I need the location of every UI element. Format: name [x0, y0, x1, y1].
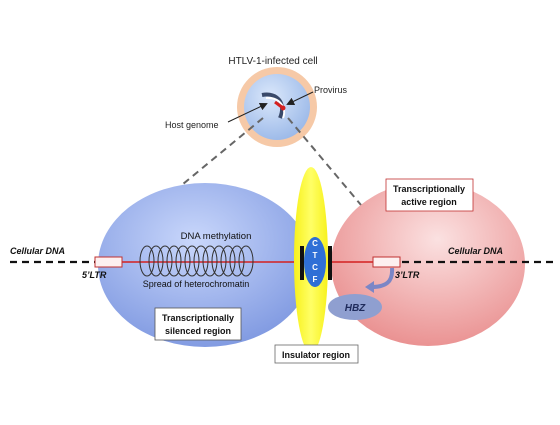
coil-loop: [220, 245, 236, 277]
coil-loop: [211, 245, 227, 277]
host-genome-label: Host genome: [165, 120, 219, 130]
silenced-region-box: [154, 307, 242, 341]
ltr-5-label: 5’LTR: [82, 270, 107, 280]
active-region-line1: Transcriptionally: [393, 184, 465, 194]
transcription-arrow: [370, 267, 395, 289]
insulator-region-label: Insulator region: [282, 350, 350, 360]
ctcf-letter-t: T: [313, 251, 318, 260]
ltr-3-box: [372, 256, 401, 268]
silenced-region-line2: silenced region: [165, 326, 231, 336]
silenced-region-ellipse: [98, 183, 312, 347]
coil-loop: [238, 245, 254, 277]
active-region-line2: active region: [401, 197, 457, 207]
hbz-protein: [328, 294, 382, 320]
host-genome-strand-highlight: [265, 96, 285, 119]
ctcf-protein: [304, 237, 326, 287]
host-genome-pointer: [227, 102, 268, 123]
heterochromatin-label: Spread of heterochromatin: [143, 279, 250, 289]
coil-loop: [184, 245, 200, 277]
coil-loop: [157, 245, 173, 277]
heterochromatin-coils: [139, 245, 254, 277]
cell-nucleus: [244, 74, 310, 140]
dna-methylation-label: DNA methylation: [181, 231, 252, 242]
ctcf-letter-f: F: [313, 275, 318, 284]
provirus-dot: [280, 105, 286, 111]
ltr-5-box: [94, 256, 123, 268]
silenced-region-line1: Transcriptionally: [162, 313, 234, 323]
coil-loop: [166, 245, 182, 277]
provirus-label: Provirus: [314, 85, 348, 95]
coil-loop: [193, 245, 209, 277]
host-genome-strand: [261, 92, 284, 119]
cell-title: HTLV-1-infected cell: [228, 56, 317, 67]
cellular-dna-left-label: Cellular DNA: [10, 246, 65, 256]
transcription-arrow-head: [365, 281, 374, 293]
coil-loop: [175, 245, 191, 277]
ctcf-letter-c1: C: [312, 239, 318, 248]
coil-loop: [229, 245, 245, 277]
insulator-bar-right: [328, 246, 332, 280]
insulator-region-box: [274, 344, 359, 364]
cellular-dna-right-label: Cellular DNA: [448, 246, 503, 256]
ctcf-letter-c2: C: [312, 263, 318, 272]
provirus-pointer: [286, 91, 314, 106]
coil-loop: [148, 245, 164, 277]
ltr-3-label: 3’LTR: [395, 270, 420, 280]
infected-cell: [237, 67, 317, 147]
coil-loop: [139, 245, 155, 277]
insulator-bar-left: [300, 246, 304, 280]
coil-loop: [202, 245, 218, 277]
active-region-box: [385, 178, 474, 212]
hbz-label: HBZ: [345, 303, 366, 314]
